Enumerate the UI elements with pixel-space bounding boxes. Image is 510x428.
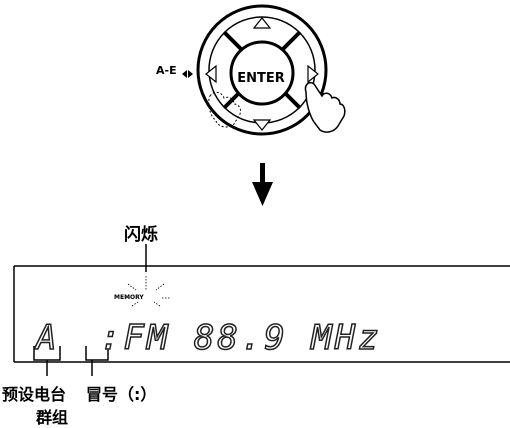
colon-char: :	[99, 317, 124, 359]
preset-group-char: A	[35, 317, 60, 359]
colon-label: 冒号（:）	[86, 385, 157, 404]
frequency-text: FM 88.9 MHz	[123, 317, 382, 359]
ae-label: A-E	[156, 64, 177, 77]
remote-cursor-pad	[196, 4, 328, 136]
enter-button[interactable]: ENTER	[237, 71, 285, 86]
left-arrow-icon[interactable]	[205, 64, 217, 84]
frequency-readout: :FM 88.9 MHz	[99, 317, 382, 359]
down-arrow-icon	[252, 163, 273, 206]
left-right-arrow-icon	[182, 70, 193, 78]
memory-indicator: MEMORY	[114, 294, 144, 301]
down-arrow-key-icon[interactable]	[252, 119, 272, 131]
flash-label: 闪烁	[124, 225, 158, 245]
memory-flash-rays	[122, 276, 170, 307]
colon-bracket	[85, 346, 109, 376]
dashed-hand-icon	[208, 91, 241, 128]
preset-group-label-line2: 群组	[36, 408, 69, 427]
right-arrow-icon[interactable]	[307, 64, 319, 84]
pointing-hand-icon	[304, 81, 346, 133]
preset-group-bracket	[33, 346, 61, 376]
preset-group-label-line1: 预设电台	[2, 385, 67, 404]
up-arrow-icon[interactable]	[252, 17, 272, 29]
display-panel	[13, 265, 510, 363]
